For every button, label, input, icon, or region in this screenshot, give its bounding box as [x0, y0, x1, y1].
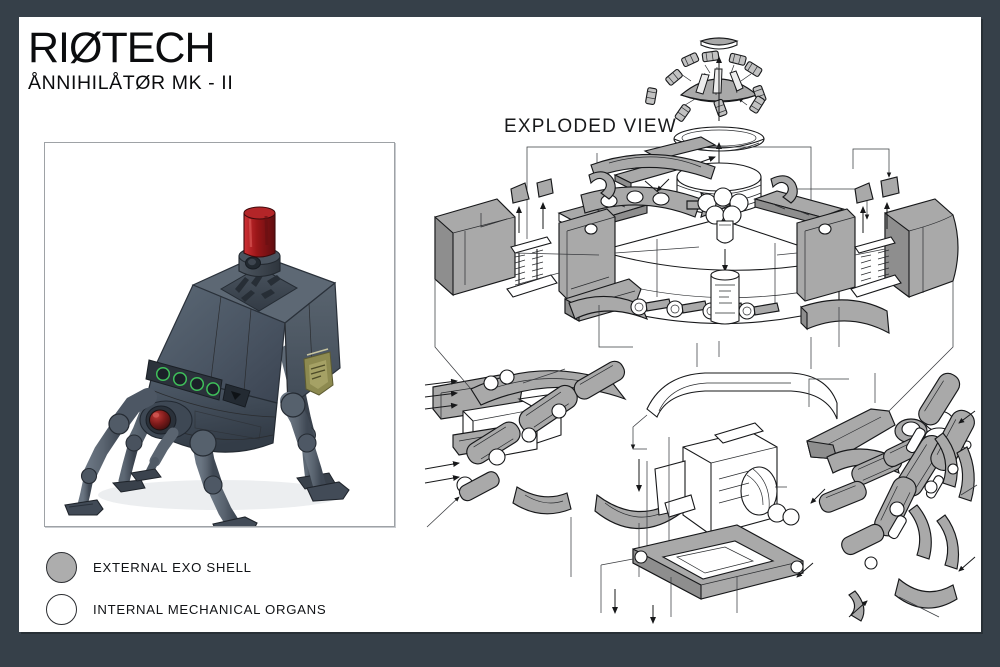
foot-claw-left — [512, 486, 572, 515]
hook-link-right — [770, 175, 798, 204]
exploded-view-caption: EXPLODED VIEW — [504, 116, 677, 137]
robot-foot — [64, 499, 104, 516]
sensor-array — [145, 359, 251, 408]
left-spring-mount — [506, 236, 558, 298]
right-fender — [800, 299, 890, 335]
robot-foot — [306, 481, 350, 502]
curved-brace — [590, 153, 716, 180]
robot-render-panel — [44, 142, 395, 527]
robot-leg-front-mid — [189, 429, 258, 526]
sheet-page: RIØTECH ÅNNIHILÅTØR MK - II EXPLODED VIE… — [19, 17, 981, 632]
filled-gray-circle-icon — [46, 551, 77, 583]
robot-illustration — [64, 206, 350, 526]
valve-cluster — [697, 187, 749, 272]
right-leg-segments — [818, 372, 975, 622]
beacon-bolt-ring — [645, 50, 767, 122]
hollow-white-circle-icon — [46, 593, 77, 625]
robot-foot — [212, 516, 258, 526]
robot-leg-front-right — [280, 392, 350, 502]
robot-leg-front-left — [64, 388, 157, 516]
fluid-canister — [710, 269, 740, 325]
wedge-chip-b — [536, 178, 554, 198]
legend-item-internal-organs: INTERNAL MECHANICAL ORGANS — [42, 588, 462, 630]
exploded-view-diagram — [419, 17, 981, 632]
page-title: RIØTECH — [28, 24, 216, 72]
legend-item-exo-shell: EXTERNAL EXO SHELL — [42, 546, 462, 588]
leg-link-chain — [426, 360, 626, 528]
base-plate — [632, 524, 804, 600]
wedge-chip-a — [510, 182, 530, 204]
sensor-led-2 — [172, 371, 188, 387]
robot-leg-mid-small — [130, 427, 179, 482]
beacon-turret — [220, 206, 298, 312]
engine-block — [654, 422, 800, 536]
legend: EXTERNAL EXO SHELL INTERNAL MECHANICAL O… — [42, 546, 462, 630]
angle-bracket-plate — [568, 295, 649, 321]
hook-link — [588, 171, 616, 200]
sensor-led-1 — [155, 366, 171, 382]
right-inner-panel — [796, 208, 856, 302]
chassis-loop-frame — [646, 372, 838, 420]
faction-emblem — [303, 348, 334, 396]
right-spring-mount — [850, 236, 902, 298]
sensor-led-4 — [206, 382, 220, 396]
model-subtitle: ÅNNIHILÅTØR MK - II — [28, 72, 234, 94]
sensor-led-3 — [189, 376, 205, 392]
foot-claw-right — [894, 577, 958, 609]
title-block: RIØTECH ÅNNIHILÅTØR MK - II — [28, 25, 448, 95]
wedge-chip-d — [880, 176, 900, 198]
wedge-chip-c — [854, 182, 874, 204]
left-outer-panel — [434, 198, 516, 297]
exploded-assembly-drawing — [424, 37, 978, 624]
legend-label-exo-shell: EXTERNAL EXO SHELL — [93, 559, 252, 575]
main-optic-lens — [139, 400, 193, 440]
legend-label-internal-organs: INTERNAL MECHANICAL ORGANS — [93, 601, 327, 617]
right-outer-panel — [884, 198, 959, 299]
left-inner-panel — [558, 208, 616, 300]
